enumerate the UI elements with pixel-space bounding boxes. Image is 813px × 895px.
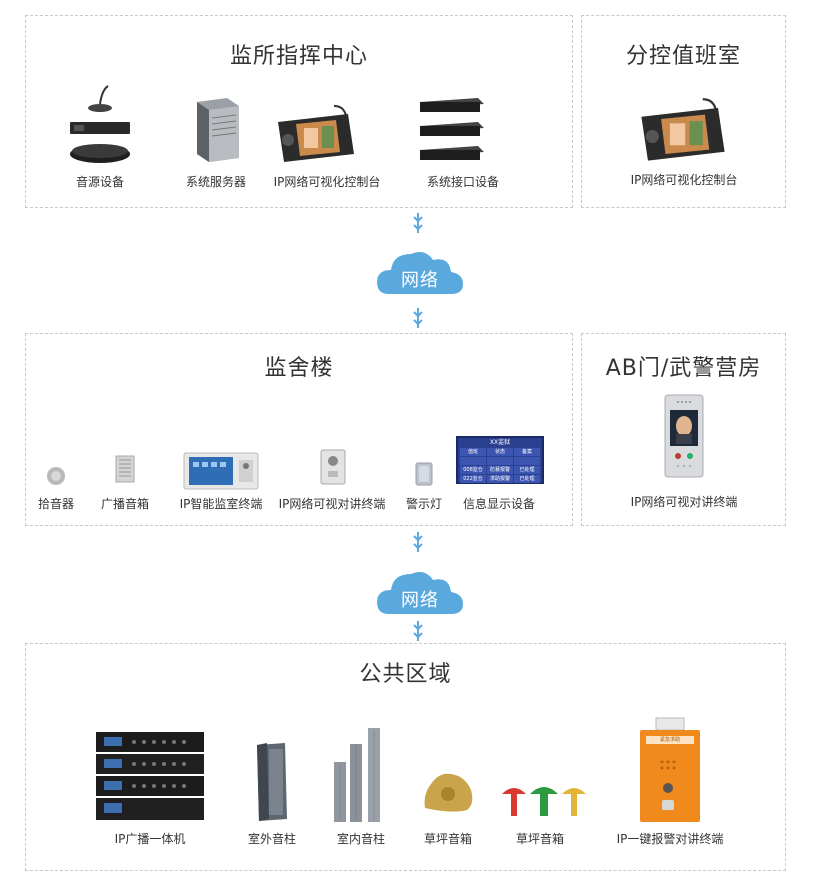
lawn-speaker-mushroom-icon	[502, 787, 586, 816]
info-display-header: XX监狱	[489, 439, 511, 446]
info-display-cell: 防暴报警	[487, 466, 513, 474]
network-cloud-icon	[377, 252, 463, 294]
indoor-column-speaker-icon	[334, 728, 380, 822]
network-label: 网络	[401, 270, 439, 291]
audio-source-device-icon	[70, 85, 130, 163]
server-label: 系统服务器	[185, 175, 247, 189]
info-display-cell: 已处理	[514, 475, 540, 483]
smart-cell-terminal-icon	[183, 452, 259, 490]
info-display-cell: 备案	[514, 448, 540, 456]
interface-device-icon	[420, 98, 484, 160]
connector-icon	[413, 308, 423, 328]
connector-icon	[413, 621, 423, 641]
info-display-cell: 已处理	[514, 466, 540, 474]
ip-broadcast-unit-label: IP广播一体机	[114, 832, 186, 846]
warning-light-icon	[415, 462, 433, 486]
connector-icon	[413, 532, 423, 552]
ip-broadcast-unit-icon	[96, 732, 204, 820]
command-center-panel: 监所指挥中心 音源设备 系统服务器 IP网络可视化控制台	[25, 15, 573, 208]
video-intercom-terminal-label: IP网络可视对讲终端	[630, 495, 738, 509]
broadcast-speaker-label: 广播音箱	[100, 497, 150, 511]
info-display-cell: 值班	[460, 448, 486, 456]
visual-console-icon	[278, 105, 354, 162]
public-area-panel: 公共区域 IP广播一体机 室外音柱 室内音柱 草坪音箱	[25, 643, 786, 871]
alarm-sign-text: 紧急求助	[659, 737, 680, 743]
public-area-title: 公共区域	[359, 662, 452, 687]
info-display-cell	[487, 457, 513, 465]
info-display-cell: 状态	[487, 448, 513, 456]
network-label: 网络	[401, 590, 439, 611]
connector-icon	[413, 213, 423, 233]
info-display-cell	[460, 457, 486, 465]
pickup-microphone-icon	[47, 467, 65, 485]
smart-cell-terminal-label: IP智能监室终端	[179, 497, 263, 511]
visual-console-label: IP网络可视化控制台	[630, 173, 738, 187]
server-icon	[197, 98, 239, 162]
interface-device-label: 系统接口设备	[426, 175, 500, 189]
command-center-title: 监所指挥中心	[229, 44, 368, 69]
video-intercom-terminal-icon	[664, 394, 704, 478]
network-cloud-icon	[377, 572, 463, 614]
video-intercom-terminal-icon	[320, 449, 346, 485]
broadcast-speaker-icon	[115, 455, 135, 483]
outdoor-column-speaker-icon	[257, 743, 287, 821]
visual-console-icon	[641, 98, 725, 161]
visual-console-label: IP网络可视化控制台	[273, 175, 381, 189]
info-display-cell	[514, 457, 540, 465]
cell-block-title: 监舍楼	[264, 356, 334, 381]
warning-light-label: 警示灯	[405, 497, 443, 511]
info-display-cell: 求助报警	[487, 475, 513, 483]
lawn-speaker-rock-label: 草坪音箱	[423, 832, 473, 846]
info-display-label: 信息显示设备	[462, 497, 536, 511]
alarm-intercom-terminal-label: IP一键报警对讲终端	[616, 832, 724, 846]
info-display-cell: 022监仓	[460, 475, 486, 483]
outdoor-column-speaker-label: 室外音柱	[247, 832, 297, 846]
ab-gate-title: AB门/武警营房	[605, 356, 762, 381]
alarm-intercom-terminal-icon	[640, 717, 700, 822]
video-intercom-terminal-label: IP网络可视对讲终端	[278, 497, 386, 511]
sub-control-panel: 分控值班室 IP网络可视化控制台	[581, 15, 786, 208]
sub-control-title: 分控值班室	[625, 44, 741, 69]
indoor-column-speaker-label: 室内音柱	[336, 832, 386, 846]
audio-source-label: 音源设备	[75, 175, 125, 189]
info-display-cell: 008监仓	[460, 466, 486, 474]
pickup-microphone-label: 拾音器	[37, 497, 75, 511]
info-display-screen: XX监狱 值班 状态 备案 008监仓 防暴报警 已处理 022监仓 求助报警 …	[456, 436, 544, 484]
cell-block-panel: 监舍楼 拾音器 广播音箱 IP智能监室终端 IP网络可视对讲终端 警示灯 XX监…	[25, 333, 573, 526]
lawn-speaker-rock-icon	[424, 773, 473, 812]
lawn-speaker-mushroom-label: 草坪音箱	[515, 832, 565, 846]
ab-gate-panel: AB门/武警营房 IP网络可视对讲终端	[581, 333, 786, 526]
